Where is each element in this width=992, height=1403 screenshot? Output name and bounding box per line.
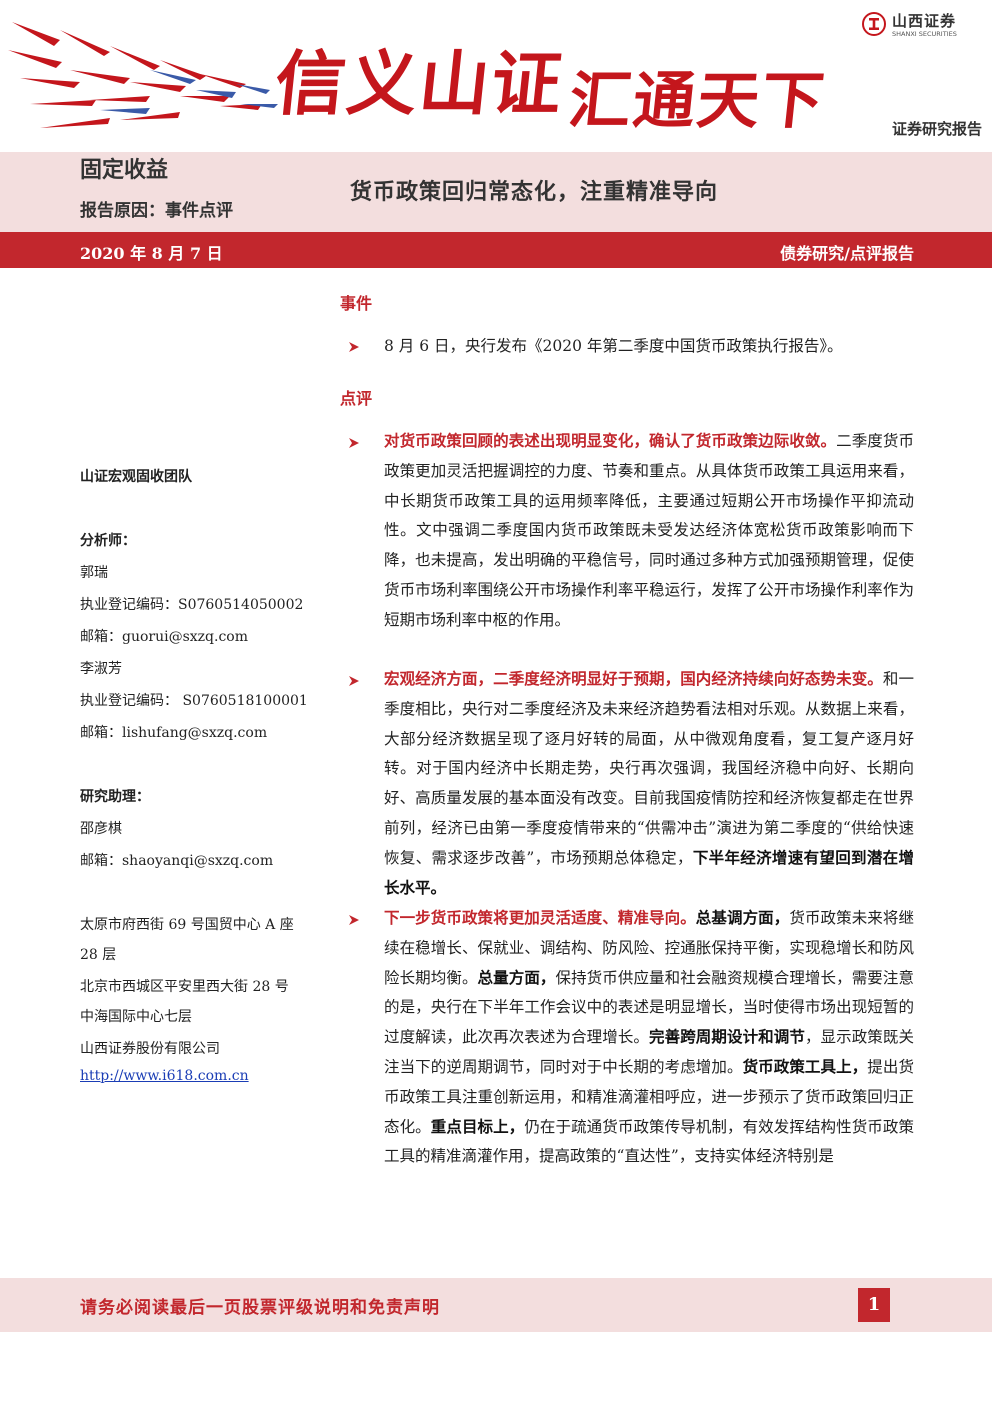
decorative-darts-graphic — [8, 22, 278, 128]
bullet-3-text-4: 提出货币政策工具注重创新运用，和精准滴灌相呼应，进一步预示了货币政策回归正态化。 — [384, 1057, 914, 1136]
analyst2-email[interactable]: 邮箱：lishufang@sxzq.com — [80, 725, 268, 741]
comment-bullet-2: 宏观经济方面，二季度经济明显好于预期，国内经济持续向好态势未变。和一季度相比，央… — [384, 665, 914, 903]
bullet-arrow-icon — [349, 438, 359, 448]
bullet-1-body: 二季度货币政策更加灵活把握调控的力度、节奏和重点。从具体货币政策工具运用来看，中… — [384, 432, 914, 629]
analyst1-reg: 执业登记编码：S0760514050002 — [80, 597, 304, 613]
disclaimer-text: 请务必阅读最后一页股票评级说明和免责声明 — [80, 1298, 440, 1318]
slogan-part2: 汇通天下 — [565, 64, 830, 137]
comment-heading: 点评 — [340, 389, 373, 408]
address2-line2: 中海国际中心七层 — [80, 1009, 192, 1025]
bullet-3-key-2: 总量方面， — [477, 968, 556, 987]
analyst2-reg: 执业登记编码： S0760518100001 — [80, 693, 308, 709]
bullet-3-text-1: 货币政策未来将继续在稳增长、保就业、调结构、防风险、控通胀保持平衡，实现稳增长和… — [384, 909, 914, 987]
address1-line2: 28 层 — [80, 947, 117, 963]
assistant-name: 邵彦棋 — [80, 821, 122, 837]
logo-mark-icon — [862, 12, 886, 36]
analyst1-name: 郭瑞 — [80, 565, 108, 581]
bullet-3-lead: 下一步货币政策将更加灵活适度、精准导向。 — [384, 909, 696, 927]
analyst1-email[interactable]: 邮箱：guorui@sxzq.com — [80, 629, 249, 645]
report-date: 2020 年 8 月 7 日 — [80, 244, 223, 263]
slogan-part1: 信义山证 — [271, 43, 568, 125]
comment-bullet-3: 下一步货币政策将更加灵活适度、精准导向。总基调方面，货币政策未来将继续在稳增长、… — [384, 904, 914, 1172]
assistant-heading: 研究助理： — [80, 789, 150, 805]
bullet-2-tail: 下半年经济增速有望回到潜在增长水平。 — [384, 848, 914, 897]
bullet-arrow-icon — [349, 915, 359, 925]
company-name: 山西证券股份有限公司 — [80, 1041, 220, 1057]
bullet-1-lead: 对货币政策回顾的表述出现明显变化，确认了货币政策边际收敛。 — [384, 432, 837, 450]
bullet-2-body: 和一季度相比，央行对二季度经济及未来经济趋势看法相对乐观。从数据上来看，大部分经… — [384, 670, 914, 867]
bullet-3-key-1: 总基调方面， — [695, 909, 790, 927]
assistant-email[interactable]: 邮箱：shaoyanqi@sxzq.com — [80, 853, 274, 869]
page-number: 1 — [858, 1288, 890, 1322]
event-heading: 事件 — [340, 294, 373, 313]
report-type-label: 证券研究报告 — [891, 120, 982, 138]
title-band — [0, 152, 992, 232]
bullet-3-key-3: 完善跨周期设计和调节 — [649, 1028, 805, 1047]
bullet-3-key-4: 货币政策工具上， — [742, 1057, 868, 1076]
analyst2-name: 李淑芳 — [80, 661, 122, 677]
analyst-heading: 分析师： — [80, 533, 136, 549]
website-link[interactable]: http://www.i618.com.cn — [80, 1068, 249, 1084]
bullet-2-lead: 宏观经济方面，二季度经济明显好于预期，国内经济持续向好态势未变。 — [384, 670, 883, 688]
bullet-arrow-icon — [349, 676, 359, 686]
header-banner: 信义山证汇通天下 山西证券 SHANXI SECURITIES 证券研究报告 — [0, 0, 992, 152]
slogan: 信义山证汇通天下 — [271, 28, 829, 137]
bullet-3-text-2: 保持货币供应量和社会融资规模合理增长，需要注意的是，央行在下半年工作会议中的表述… — [384, 968, 914, 1047]
bullet-3-text-5: 仍在于疏通货币政策传导机制，有效发挥结构性货币政策工具的精准滴灌作用，提高政策的… — [384, 1117, 914, 1166]
team-name: 山证宏观固收团队 — [80, 469, 192, 485]
report-category: 固定收益 — [80, 158, 169, 183]
bullet-arrow-icon — [349, 342, 359, 352]
report-title: 货币政策回归常态化，注重精准导向 — [350, 180, 719, 205]
bullet-3-text-3: ，显示政策既关注当下的逆周期调节，同时对于中长期的考虑增加。 — [384, 1028, 914, 1076]
date-bar — [0, 232, 992, 268]
report-reason: 报告原因：事件点评 — [80, 201, 233, 221]
report-subtype: 债券研究/点评报告 — [780, 244, 914, 263]
address1-line1: 太原市府西街 69 号国贸中心 A 座 — [80, 917, 294, 933]
footer — [0, 1278, 992, 1332]
address2-line1: 北京市西城区平安里西大街 28 号 — [80, 979, 289, 995]
logo-name-en: SHANXI SECURITIES — [892, 30, 957, 38]
company-logo: 山西证券 SHANXI SECURITIES — [862, 8, 982, 42]
logo-name-cn: 山西证券 — [892, 12, 957, 30]
bullet-3-key-5: 重点目标上， — [430, 1117, 525, 1136]
event-text: 8 月 6 日，央行发布《2020 年第二季度中国货币政策执行报告》。 — [384, 337, 843, 355]
comment-bullet-1: 对货币政策回顾的表述出现明显变化，确认了货币政策边际收敛。二季度货币政策更加灵活… — [384, 427, 914, 636]
